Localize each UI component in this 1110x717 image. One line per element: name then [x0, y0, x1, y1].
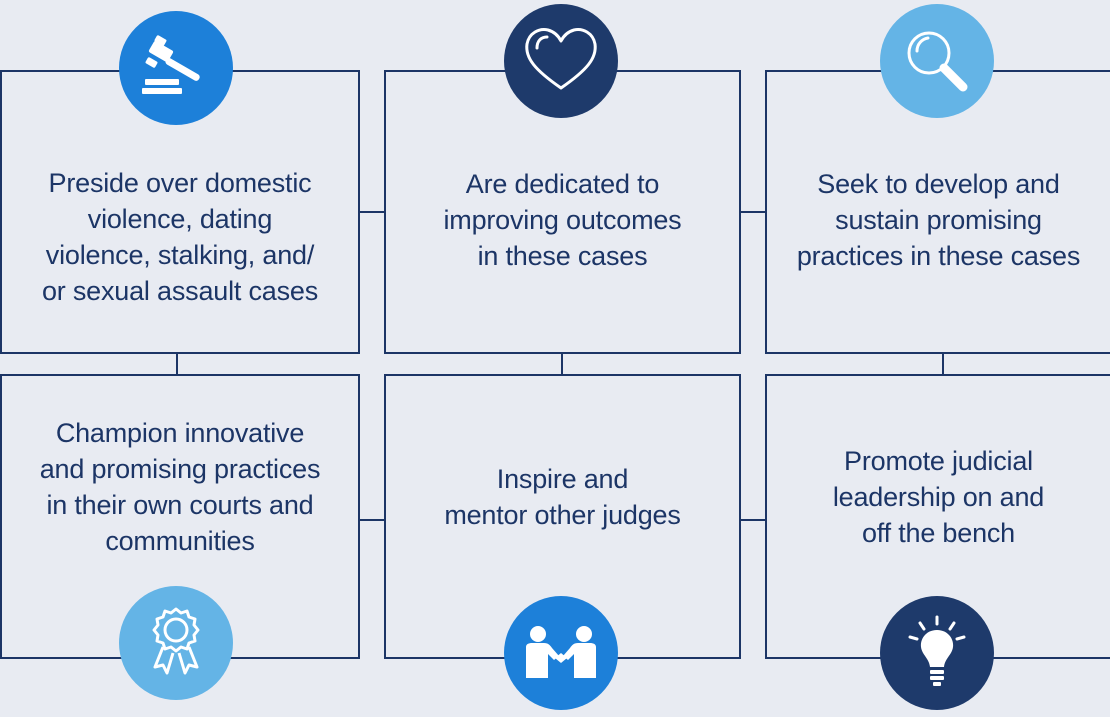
- connector-top-1-2: [358, 211, 386, 213]
- card-preside: Preside over domestic violence, dating v…: [0, 70, 360, 354]
- connector-bottom-1-2: [358, 519, 386, 521]
- card-text: Preside over domestic violence, dating v…: [41, 168, 319, 306]
- connector-col2-rows: [561, 352, 563, 376]
- card-inspire: Inspire and mentor other judges: [384, 374, 741, 659]
- card-text: Inspire and mentor other judges: [444, 463, 681, 530]
- card-text: Are dedicated to improving outcomes in t…: [443, 169, 682, 271]
- card-text: Promote judicial leadership on and off t…: [832, 445, 1045, 548]
- gavel-icon: [119, 11, 233, 125]
- connector-top-2-3: [739, 211, 767, 213]
- connector-bottom-2-3: [739, 519, 767, 521]
- heart-icon: [504, 4, 618, 118]
- card-seek: Seek to develop and sustain promising pr…: [765, 70, 1110, 354]
- magnifying-glass-icon: [880, 4, 994, 118]
- card-promote: Promote judicial leadership on and off t…: [765, 374, 1110, 659]
- connector-col3-rows: [942, 352, 944, 376]
- handshake-icon: [504, 596, 618, 710]
- card-text: Champion innovative and promising practi…: [39, 417, 321, 556]
- connector-col1-rows: [176, 352, 178, 376]
- card-champion: Champion innovative and promising practi…: [0, 374, 360, 659]
- lightbulb-icon: [880, 596, 994, 710]
- award-ribbon-icon: [119, 586, 233, 700]
- card-dedicated: Are dedicated to improving outcomes in t…: [384, 70, 741, 354]
- card-text: Seek to develop and sustain promising pr…: [796, 169, 1081, 271]
